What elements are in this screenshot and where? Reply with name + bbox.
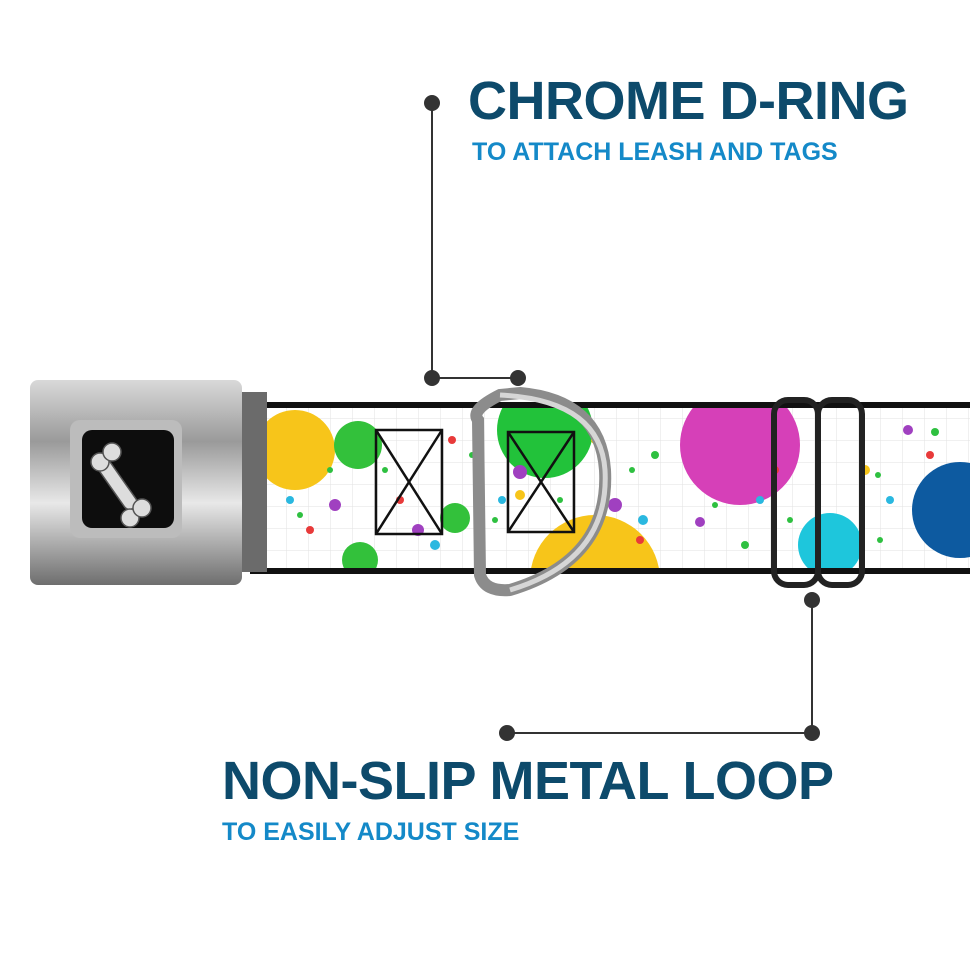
- metal-loop-title: NON-SLIP METAL LOOP: [222, 751, 834, 811]
- d-ring-title: CHROME D-RING: [468, 71, 909, 131]
- d-ring: [470, 386, 612, 597]
- bone-icon: [90, 442, 152, 528]
- d-ring-leader-line: [424, 95, 526, 386]
- metal-loop: [771, 397, 865, 588]
- metal-loop-subtitle: TO EASILY ADJUST SIZE: [222, 818, 520, 846]
- d-ring-subtitle: TO ATTACH LEASH AND TAGS: [472, 138, 838, 166]
- buckle: [30, 380, 267, 585]
- loop-leader-line: [499, 592, 820, 741]
